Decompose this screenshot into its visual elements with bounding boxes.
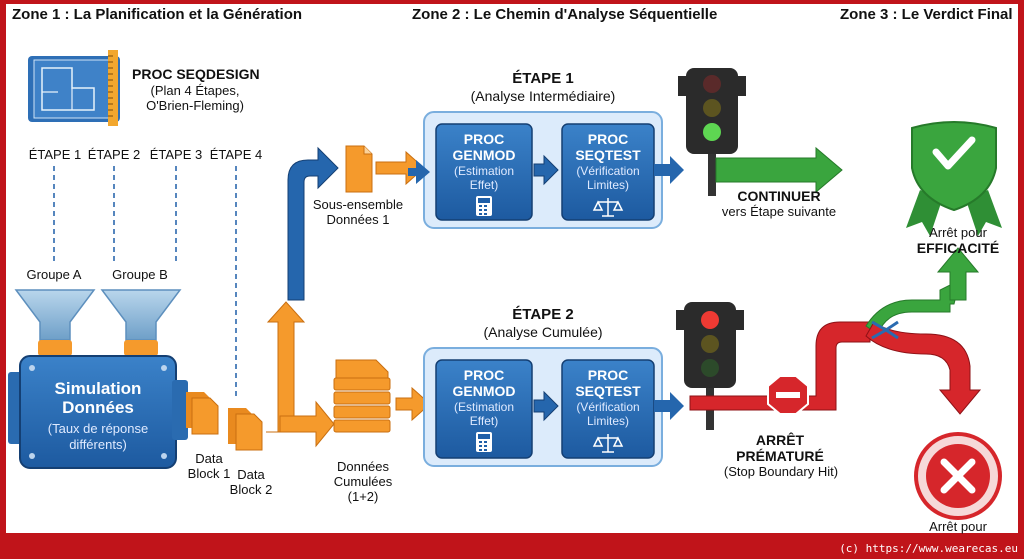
futility-label-1: Arrêt pour	[929, 519, 987, 534]
plan-title: PROC SEQDESIGN	[132, 66, 260, 82]
etape1-seqtest-t2: SEQTEST	[575, 147, 641, 163]
blueprint-icon	[28, 50, 120, 126]
simulation-sub-1: (Taux de réponse	[47, 421, 149, 436]
stop-red-path	[689, 321, 871, 411]
etape2-subtitle: (Analyse Cumulée)	[483, 324, 603, 340]
scale-icon	[592, 198, 624, 217]
etape2-panel	[423, 347, 663, 467]
etape1-seqtest-t1: PROC	[587, 131, 629, 147]
subset-label-1: Sous-ensemble	[312, 197, 404, 212]
etape2-seqtest-s1: (Vérification	[576, 400, 640, 414]
calculator-icon	[476, 196, 492, 216]
stop-sign-icon	[767, 375, 809, 415]
arrow-out-etape1	[654, 156, 684, 184]
etape2-genmod-s1: (Estimation	[453, 400, 515, 414]
stage-label-3: ÉTAPE 3	[149, 147, 203, 162]
etape1-genmod-s2: Effet)	[469, 178, 499, 192]
stage-dashed-lines	[53, 166, 237, 398]
fork-arrows	[865, 247, 982, 415]
traffic-light-green-icon	[678, 68, 746, 196]
subset-label-2: Données 1	[326, 212, 390, 227]
etape1-seqtest-s1: (Vérification	[576, 164, 640, 178]
scale-icon	[592, 434, 624, 453]
arrow-into-etape1	[408, 160, 430, 184]
etape2-seqtest-t1: PROC	[587, 367, 629, 383]
blue-route-arrow	[287, 146, 339, 301]
etape2-seqtest-s2: Limites)	[586, 414, 629, 428]
simulation-sub-2: différents)	[69, 437, 127, 452]
plan-subtitle-1: (Plan 4 Étapes,	[150, 83, 240, 98]
zone1-title: Zone 1 : La Planification et la Générati…	[12, 6, 303, 23]
cumulative-label-2: Cumulées	[333, 474, 393, 489]
stage-label-1: ÉTAPE 1	[28, 147, 82, 162]
success-badge-icon	[906, 121, 1002, 236]
zone2-title: Zone 2 : Le Chemin d'Analyse Séquentiell…	[412, 6, 718, 23]
data-block-1-label-2: Block 1	[187, 466, 231, 481]
arrow-out-etape2	[654, 392, 684, 420]
simulation-machine	[8, 355, 188, 469]
simulation-title-2: Données	[62, 398, 134, 417]
etape1-seqtest-s2: Limites)	[586, 178, 629, 192]
zone3-title: Zone 3 : Le Verdict Final	[840, 6, 1013, 23]
etape1-genmod-t2: GENMOD	[452, 147, 516, 163]
data-block-1-icon	[186, 392, 219, 435]
cumulative-stack-icon	[333, 359, 431, 433]
data-block-2-label-1: Data	[237, 467, 265, 482]
etape2-seqtest-t2: SEQTEST	[575, 383, 641, 399]
funnel-a-icon	[14, 289, 96, 356]
etape2-genmod-t1: PROC	[463, 367, 505, 383]
etape1-subtitle: (Analyse Intermédiaire)	[470, 88, 616, 104]
cumulative-label-1: Données	[336, 459, 390, 474]
etape1-title: ÉTAPE 1	[512, 70, 574, 87]
orange-flow-arrows	[266, 301, 335, 448]
data-block-2-icon	[228, 408, 263, 451]
etape1-genmod-s1: (Estimation	[453, 164, 515, 178]
funnel-b-icon	[100, 289, 182, 356]
calculator-icon	[476, 432, 492, 452]
group-b-label: Groupe B	[112, 267, 168, 282]
plan-subtitle-2: O'Brien-Fleming)	[146, 98, 244, 113]
stage-label-4: ÉTAPE 4	[209, 147, 263, 162]
data-block-2-label-2: Block 2	[229, 482, 273, 497]
footer-credit: (c) https://www.wearecas.eu	[839, 542, 1018, 555]
etape2-genmod-t2: GENMOD	[452, 383, 516, 399]
efficacy-label-2: EFFICACITÉ	[916, 240, 1000, 256]
etape2-title: ÉTAPE 2	[512, 306, 574, 323]
simulation-title-1: Simulation	[54, 379, 142, 398]
continue-arrow	[715, 146, 843, 194]
stop-title-1: ARRÊT	[755, 432, 805, 448]
efficacy-label-1: Arrêt pour	[929, 225, 987, 240]
stop-title-2: PRÉMATURÉ	[736, 448, 824, 464]
etape2-genmod-s2: Effet)	[469, 414, 499, 428]
data-block-1-label-1: Data	[195, 451, 223, 466]
group-a-label: Groupe A	[26, 267, 82, 282]
stage-label-2: ÉTAPE 2	[87, 147, 141, 162]
stop-subtitle: (Stop Boundary Hit)	[723, 464, 839, 479]
continue-subtitle: vers Étape suivante	[721, 204, 837, 219]
cumulative-label-3: (1+2)	[347, 489, 379, 504]
etape1-genmod-t1: PROC	[463, 131, 505, 147]
failure-x-icon	[914, 432, 1002, 520]
continue-title: CONTINUER	[737, 188, 821, 204]
